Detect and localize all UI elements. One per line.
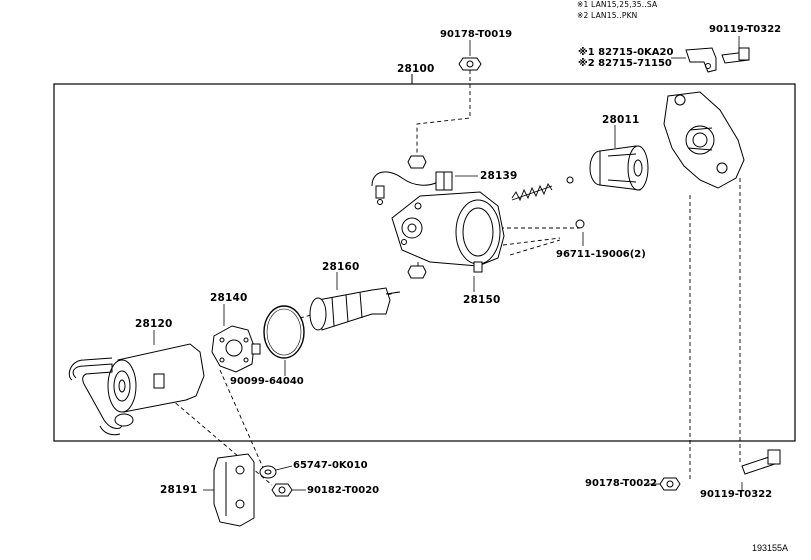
note-applicability-1: ※1 LAN15,25,35..SA	[577, 0, 658, 9]
callout-28140[interactable]: 28140	[210, 292, 248, 304]
nut-solenoid-top	[407, 155, 427, 279]
callout-28011[interactable]: 28011	[602, 114, 640, 126]
callout-90119-t0322-top[interactable]: 90119-T0322	[709, 24, 782, 35]
figure-id: 193155A	[752, 543, 789, 553]
nut-90178-t0022[interactable]	[659, 477, 681, 491]
dashed-leaders	[164, 70, 741, 486]
bracket-82715[interactable]	[685, 47, 717, 73]
solenoid-housing-28150[interactable]	[391, 191, 505, 273]
callout-28160[interactable]: 28160	[322, 261, 360, 273]
lead-wire-28139[interactable]	[371, 171, 453, 205]
callout-90119-t0322-bottom[interactable]: 90119-T0322	[700, 489, 773, 500]
solid-leaders	[153, 36, 743, 491]
callout-90182-t0020[interactable]: 90182-T0020	[307, 485, 380, 496]
bolt-90119-t0322-bottom[interactable]	[741, 449, 781, 475]
assembly-border-28100	[53, 83, 796, 442]
yoke-28120[interactable]	[68, 343, 205, 436]
drive-housing	[663, 91, 745, 189]
callout-65747-0k010[interactable]: 65747-0K010	[293, 460, 368, 471]
nut-90178-t0019[interactable]	[458, 57, 482, 71]
nut-90182-t0020[interactable]	[271, 483, 293, 497]
o-ring-96711[interactable]	[575, 219, 585, 229]
callout-28100[interactable]: 28100	[397, 63, 435, 75]
ball-small	[566, 176, 574, 184]
armature-28160[interactable]	[309, 287, 401, 331]
gasket-90099-64040[interactable]	[263, 305, 305, 359]
grommet-65747[interactable]	[259, 465, 277, 479]
callout-96711-19006[interactable]: 96711-19006(2)	[556, 249, 646, 260]
callout-82715-0ka20[interactable]: ※1 82715-0KA20	[578, 47, 674, 58]
callout-90099-64040[interactable]: 90099-64040	[230, 376, 304, 387]
bracket-28191[interactable]	[213, 453, 255, 527]
callout-28120[interactable]: 28120	[135, 318, 173, 330]
callout-28139[interactable]: 28139	[480, 170, 518, 182]
callout-82715-71150[interactable]: ※2 82715-71150	[578, 58, 672, 69]
callout-90178-t0019[interactable]: 90178-T0019	[440, 29, 513, 40]
bolt-90119-t0322-top[interactable]	[721, 47, 750, 64]
brush-holder-28140[interactable]	[211, 325, 261, 373]
note-applicability-2: ※2 LAN15..PKN	[577, 11, 638, 20]
spring	[511, 183, 553, 202]
callout-28191[interactable]: 28191	[160, 484, 198, 496]
callout-28150[interactable]: 28150	[463, 294, 501, 306]
callout-90178-t0022[interactable]: 90178-T0022	[585, 478, 658, 489]
clutch-28011[interactable]	[589, 145, 649, 191]
